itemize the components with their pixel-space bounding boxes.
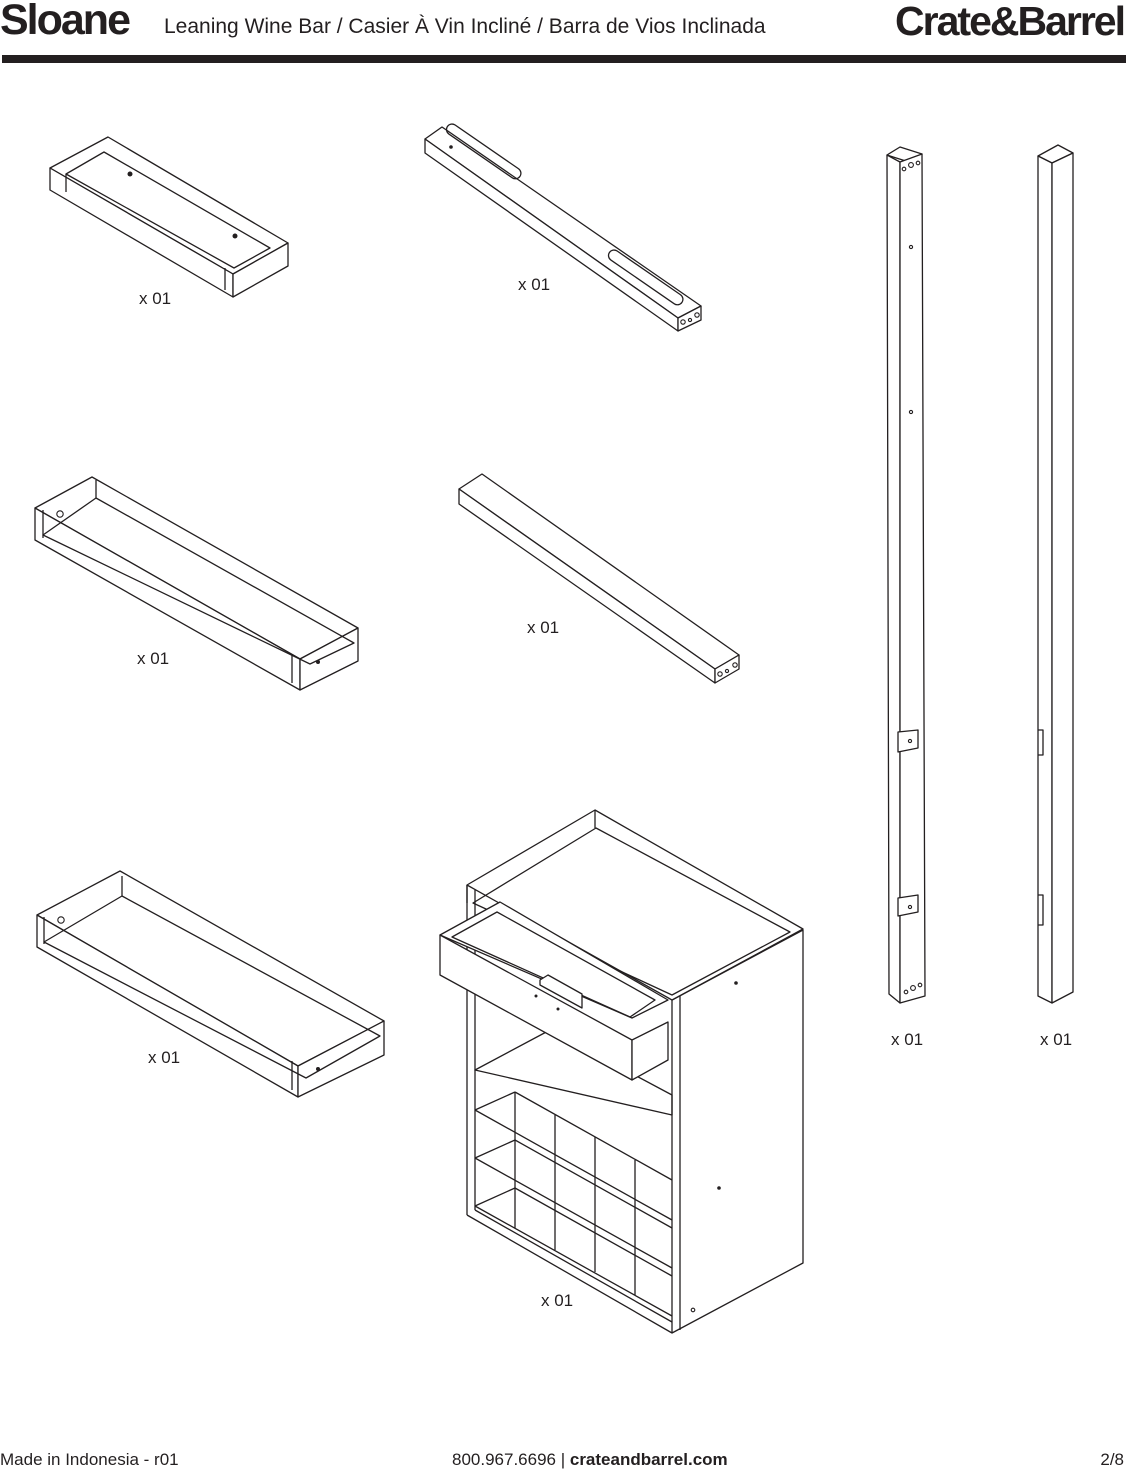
part-leg-right-drawing xyxy=(1037,144,1074,1004)
page-number: 2/8 xyxy=(1100,1450,1124,1469)
quantity-rail-plain: x 01 xyxy=(527,618,560,637)
part-leg-left-drawing xyxy=(886,146,926,1004)
footer-website-link[interactable]: crateandbarrel.com xyxy=(569,1450,728,1469)
part-cabinet-drawing xyxy=(439,809,804,1334)
part-rail-plain-drawing xyxy=(458,473,740,684)
part-shelf-middle-drawing xyxy=(34,476,359,691)
part-rail-slotted-drawing xyxy=(424,123,702,332)
footer-phone: 800.967.6696 | xyxy=(452,1450,570,1469)
page-header: Sloane Leaning Wine Bar / Casier À Vin I… xyxy=(0,0,1126,66)
quantity-frame-short: x 01 xyxy=(139,289,172,308)
quantity-leg-right: x 01 xyxy=(1040,1030,1073,1049)
part-frame-short-drawing xyxy=(49,136,289,298)
bottle-cubbies xyxy=(474,1091,673,1317)
product-subtitle: Leaning Wine Bar / Casier À Vin Incliné … xyxy=(164,15,766,38)
footer-origin: Made in Indonesia - r01 xyxy=(0,1450,179,1469)
part-shelf-lower-drawing xyxy=(36,870,385,1098)
footer-contact: 800.967.6696 | crateandbarrel.com xyxy=(452,1450,728,1470)
quantity-cabinet: x 01 xyxy=(541,1291,574,1310)
product-name: Sloane xyxy=(0,0,131,44)
quantity-shelf-middle: x 01 xyxy=(137,649,170,668)
brand-logo: Crate&Barrel xyxy=(895,0,1126,44)
quantity-shelf-lower: x 01 xyxy=(148,1048,181,1067)
quantity-leg-left: x 01 xyxy=(891,1030,924,1049)
header-rule xyxy=(2,55,1126,63)
quantity-rail-slotted: x 01 xyxy=(518,275,551,294)
